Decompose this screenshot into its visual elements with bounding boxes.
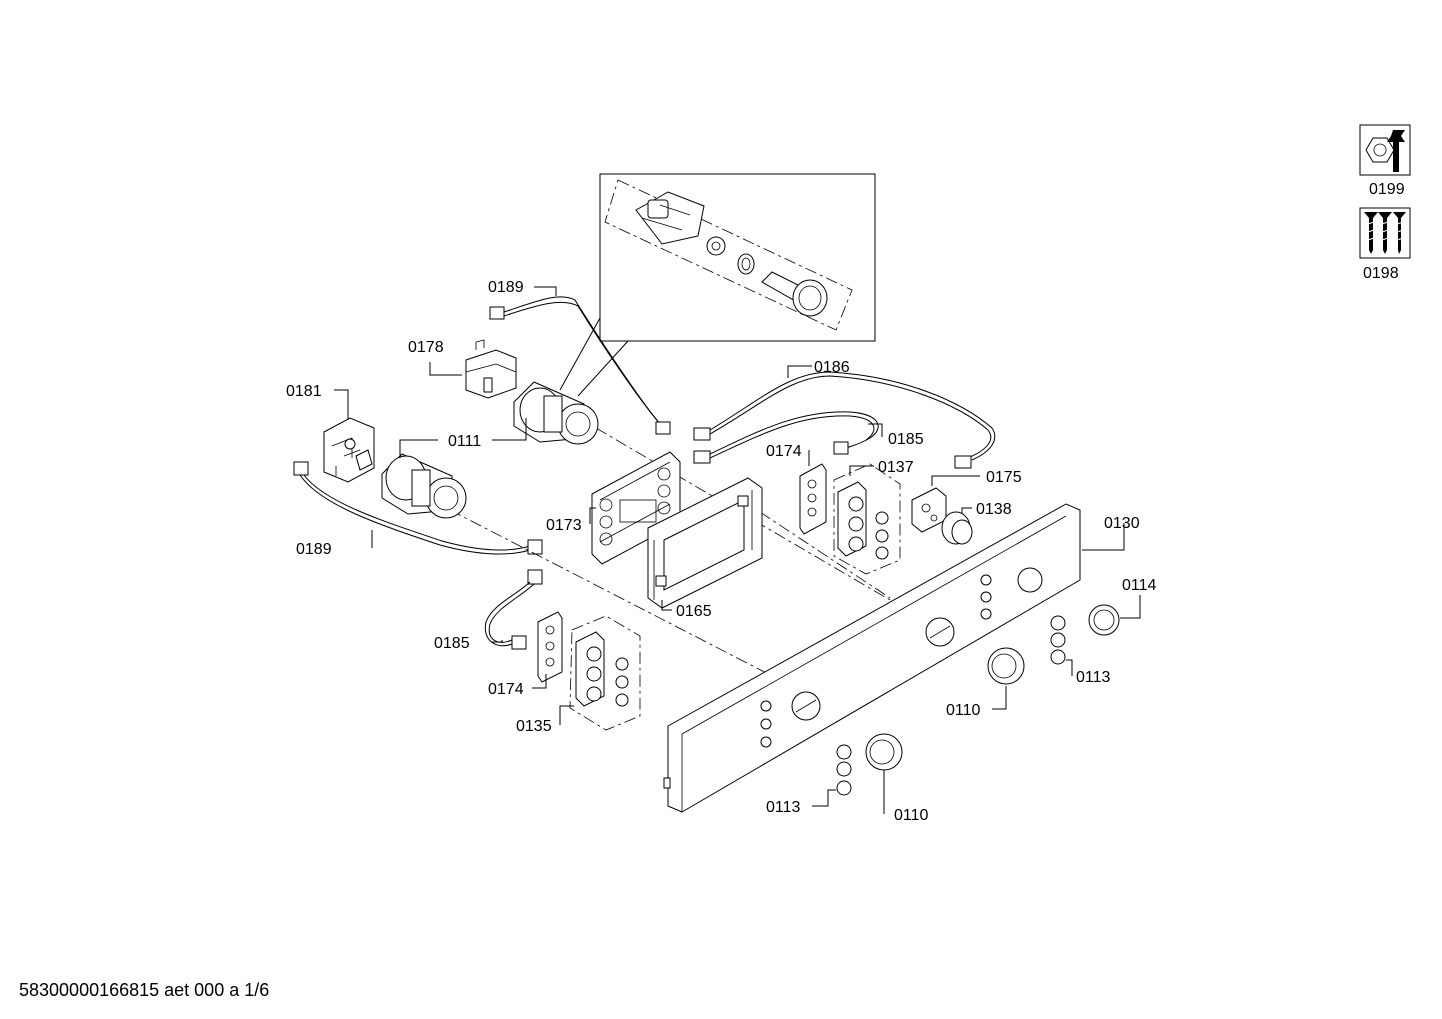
callout-0189-top: 0189 <box>488 279 524 296</box>
callout-0181: 0181 <box>286 383 322 400</box>
callout-0113-bottom: 0113 <box>766 799 801 816</box>
button-group-0137 <box>833 463 901 575</box>
callout-labels: 0189 0178 0181 0111 0189 0186 0185 0174 … <box>286 279 1157 824</box>
callout-0110-right: 0110 <box>946 702 981 719</box>
callout-0185-left: 0185 <box>434 635 470 652</box>
ring-0110-right <box>987 647 1025 685</box>
callout-0174-bottom: 0174 <box>488 681 524 698</box>
callout-0110-bottom: 0110 <box>894 807 929 824</box>
callout-0173: 0173 <box>546 517 582 534</box>
callout-0175: 0175 <box>986 469 1022 486</box>
knob-0138 <box>941 511 973 545</box>
ring-0110-bottom <box>865 733 903 771</box>
callout-0111: 0111 <box>448 433 481 450</box>
front-panel-0130 <box>663 503 1081 813</box>
detail-inset <box>559 173 876 397</box>
wrench-nut-icon <box>1359 124 1411 176</box>
buttons-0113-right <box>1050 615 1066 665</box>
wiring <box>293 296 996 650</box>
callout-0199: 0199 <box>1369 181 1405 198</box>
frame-0165 <box>647 477 763 609</box>
bracket-0181 <box>323 417 375 483</box>
callout-0113-right: 0113 <box>1076 669 1111 686</box>
callout-0185-right: 0185 <box>888 431 924 448</box>
selector-switch-lower <box>381 453 467 519</box>
callout-0135: 0135 <box>516 718 552 735</box>
bracket-0178 <box>465 339 517 399</box>
callout-0174-top: 0174 <box>766 443 802 460</box>
callout-0138: 0138 <box>976 501 1012 518</box>
leader-lines <box>334 286 1141 814</box>
callout-0114: 0114 <box>1122 577 1157 594</box>
callout-0198: 0198 <box>1363 265 1399 282</box>
pcb-0174-lower <box>537 611 563 683</box>
pcb-0174-upper <box>799 463 827 535</box>
document-id: 58300000166815 aet 000 a 1/6 <box>19 980 270 1000</box>
buttons-0113-bottom <box>836 744 852 796</box>
callout-0130: 0130 <box>1104 515 1140 532</box>
ring-0114 <box>1088 604 1120 636</box>
button-group-0135 <box>569 615 641 731</box>
callout-0186: 0186 <box>814 359 850 376</box>
selector-switch-upper <box>513 381 599 445</box>
pcb-0175 <box>911 487 947 533</box>
callout-0178: 0178 <box>408 339 444 356</box>
screws-icon <box>1359 207 1411 259</box>
callout-0189-left: 0189 <box>296 541 332 558</box>
callout-0137: 0137 <box>878 459 914 476</box>
callout-0165: 0165 <box>676 603 712 620</box>
